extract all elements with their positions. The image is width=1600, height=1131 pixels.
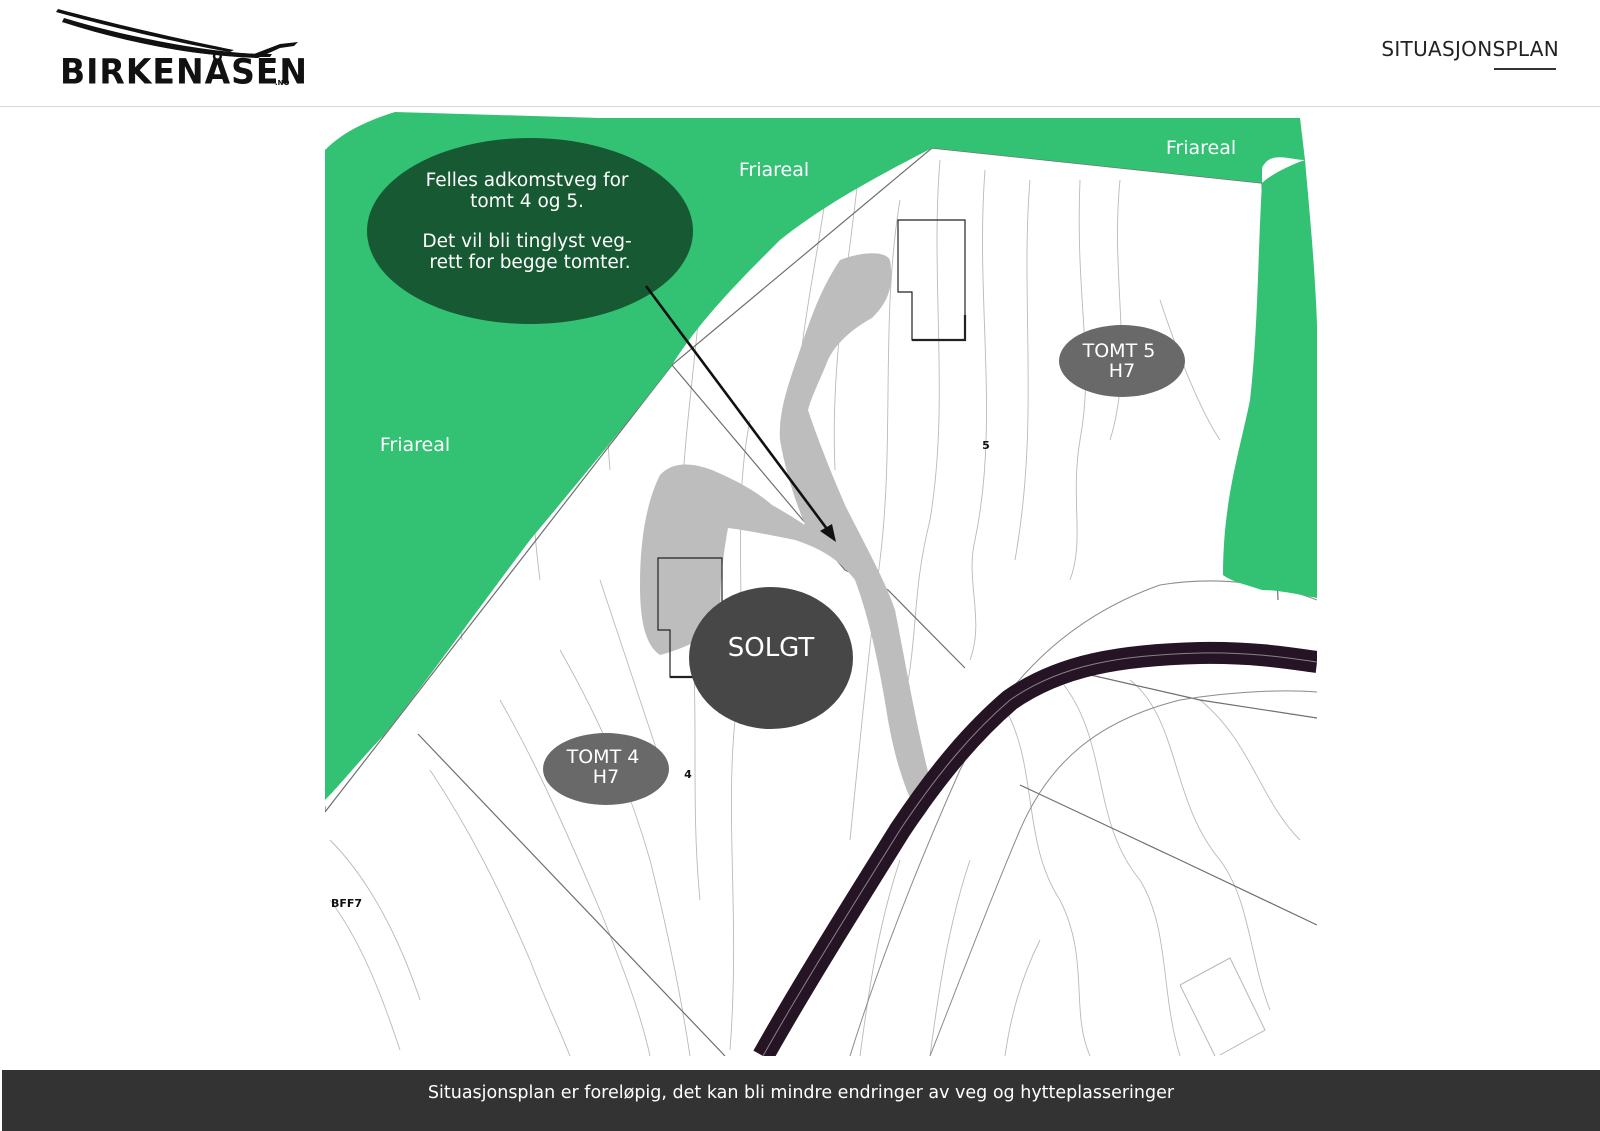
tomt5-subtitle: H7 [1109,360,1135,382]
logo-text: BIRKENÅSEN [60,50,309,92]
logo-ski-swoosh-icon [56,9,298,58]
plot-number-4: 4 [684,768,692,781]
tomt4-subtitle: H7 [593,766,619,788]
friareal-green-area-east [1223,160,1317,598]
callout-line-4: Det vil bli tinglyst veg- [422,231,631,252]
access-road [640,253,932,820]
tomt5-label: TOMT 5 H7 [1082,340,1162,382]
friareal-label-left: Friareal [380,434,450,456]
callout-text: Felles adkomstveg for tomt 4 og 5. Det v… [422,170,637,273]
site-plan-svg: Felles adkomstveg for tomt 4 og 5. Det v… [325,108,1317,1056]
friareal-label-top: Friareal [739,159,809,181]
site-plan-map: Felles adkomstveg for tomt 4 og 5. Det v… [325,108,1317,1056]
callout-line-1: Felles adkomstveg for [426,170,629,191]
callout-arrow [644,285,836,542]
sold-label: SOLGT [728,633,815,663]
header: BIRKENÅSEN .NO SITUASJONSPLAN [0,0,1600,107]
footer-notice: Situasjonsplan er foreløpig, det kan bli… [2,1070,1600,1131]
callout-line-2: tomt 4 og 5. [470,191,584,212]
page-title: SITUASJONSPLAN [1381,37,1559,61]
main-road-centerline [762,652,1317,1056]
logo[interactable]: BIRKENÅSEN .NO [54,8,307,94]
tomt4-title: TOMT 4 [566,746,640,768]
callout-line-5: rett for begge tomter. [429,252,630,273]
zone-code-label: BFF7 [331,897,362,910]
title-underline [1494,68,1556,70]
tomt4-label: TOMT 4 H7 [566,746,646,788]
friareal-label-top-right: Friareal [1166,137,1236,159]
tomt5-badge[interactable] [1059,325,1185,397]
sold-badge [689,587,853,729]
tomt5-title: TOMT 5 [1082,340,1156,362]
access-road-callout-bubble [367,138,693,324]
tomt4-badge[interactable] [543,733,669,805]
logo-suffix: .NO [275,79,290,87]
plot-number-5: 5 [982,439,990,452]
